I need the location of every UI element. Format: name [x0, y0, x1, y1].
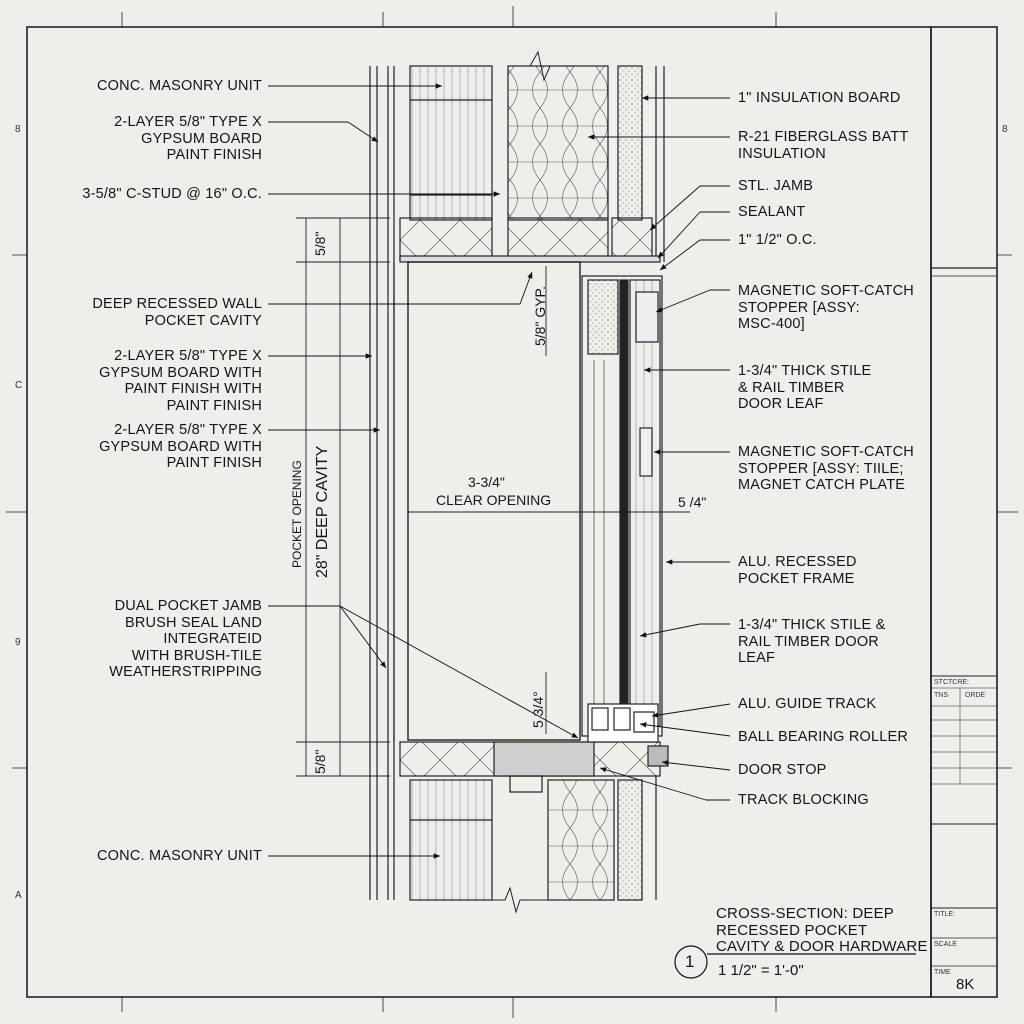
dim-top-58: 5/8" [312, 231, 328, 256]
label-track-blocking: TRACK BLOCKING [738, 792, 869, 808]
title-block-date: TIME [934, 969, 951, 976]
label-cmu-bottom: CONC. MASONRY UNIT [97, 848, 262, 864]
label-bearing-roller: BALL BEARING ROLLER [738, 729, 909, 745]
dim-gyp-58: 5/8" GYP. [532, 286, 548, 346]
title-block-title: TITLE: [934, 911, 956, 918]
label-door-stop: DOOR STOP [738, 762, 827, 778]
label-guide-track: ALU. GUIDE TRACK [738, 696, 877, 712]
wall-section [369, 50, 669, 914]
label-pocket-jamb: DUAL POCKET JAMB BRUSH SEAL LAND INTEGRA… [109, 598, 262, 680]
title-block-scale: SCALE [934, 941, 957, 948]
title-block-structure: STCTCRE: [934, 679, 969, 686]
title-block-tns: TNS [934, 692, 948, 699]
label-gypsum-low: 2-LAYER 5/8" TYPE X GYPSUM BOARD WITH PA… [99, 422, 262, 471]
dimension-lines [296, 217, 690, 777]
label-cmu-top: CONC. MASONRY UNIT [97, 78, 262, 94]
label-oc: 1" 1/2" O.C. [738, 232, 817, 248]
label-gypsum-top: 2-LAYER 5/8" TYPE X GYPSUM BOARD PAINT F… [114, 114, 262, 163]
label-gypsum-mid: 2-LAYER 5/8" TYPE X GYPSUM BOARD WITH PA… [99, 348, 262, 414]
label-door-leaf-1: 1-3/4" THICK STILE & RAIL TIMBER DOOR LE… [738, 363, 872, 412]
dim-clear-label: CLEAR OPENING [436, 492, 552, 508]
dim-bottom-58: 5/8" [312, 749, 328, 774]
label-batt-insulation: R-21 FIBERGLASS BATT INSULATION [738, 129, 909, 162]
dim-deep-cavity: 28" DEEP CAVITY [314, 445, 331, 578]
detail-callout [674, 945, 916, 979]
detail-scale: 1 1/2" = 1'-0" [718, 962, 804, 979]
grid-ref-right-8: 8 [1002, 124, 1008, 135]
dim-side-54: 5 /4" [678, 494, 707, 510]
detail-title: CROSS-SECTION: DEEP RECESSED POCKET CAVI… [716, 905, 928, 955]
dim-clear-value: 3-3/4" [468, 474, 505, 490]
title-block-sheet: 8K [956, 976, 975, 993]
label-pocket-frame: ALU. RECESSED POCKET FRAME [738, 554, 857, 587]
detail-number: 1 [685, 952, 695, 971]
grid-ref-left-9: 9 [15, 637, 21, 648]
label-stopper-2: MAGNETIC SOFT-CATCH STOPPER [ASSY: TIILE… [738, 444, 914, 493]
label-insulation-board: 1" INSULATION BOARD [738, 90, 901, 106]
leader-lines [268, 83, 731, 859]
title-block-orde: ORDE [965, 692, 986, 699]
label-sealant: SEALANT [738, 204, 806, 220]
label-pocket-cavity: DEEP RECESSED WALL POCKET CAVITY [92, 296, 262, 329]
label-door-leaf-2: 1-3/4" THICK STILE & RAIL TIMBER DOOR LE… [738, 617, 886, 666]
dim-pocket-opening: POCKET OPENING [290, 460, 304, 568]
sheet-border [6, 6, 1018, 1018]
label-c-stud: 3-5/8" C-STUD @ 16" O.C. [82, 186, 262, 202]
grid-ref-left-a: A [15, 890, 22, 901]
grid-ref-left-c: C [15, 380, 23, 391]
label-stl-jamb: STL. JAMB [738, 178, 814, 194]
label-stopper-1: MAGNETIC SOFT-CATCH STOPPER [ASSY: MSC-4… [738, 283, 914, 332]
dim-small-534: 5 3/4° [530, 691, 546, 728]
grid-ref-left-8: 8 [15, 124, 21, 135]
